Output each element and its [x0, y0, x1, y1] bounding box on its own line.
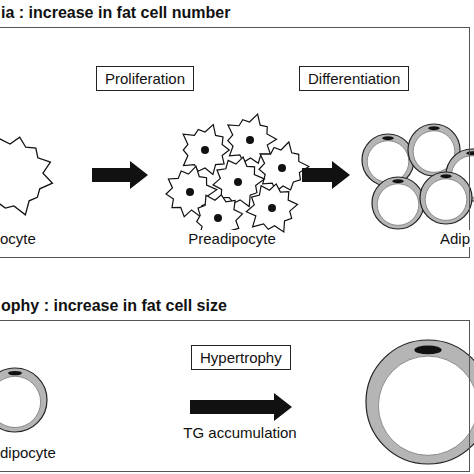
section-heading: ia : increase in fat cell number [1, 4, 230, 22]
step-label: Proliferation [105, 70, 185, 87]
section-panel: ophy : increase in fat cell sizeHypertro… [0, 320, 470, 472]
block-arrow [302, 161, 350, 189]
step-label: Differentiation [308, 70, 400, 87]
preadipocyte-cell [246, 184, 297, 232]
hypertrophic-adipocyte [366, 340, 474, 464]
stem-cell [0, 137, 53, 215]
section-heading: ophy : increase in fat cell size [1, 297, 227, 315]
block-arrow [190, 393, 292, 421]
block-arrow [92, 161, 148, 189]
adipocyte-cell [420, 172, 472, 224]
preadipocyte-cell [259, 142, 309, 192]
preadipocyte-cell [183, 125, 229, 175]
process-box: Hypertrophy [191, 345, 291, 370]
process-box: Proliferation [96, 66, 194, 91]
adipocyte-cell [0, 368, 47, 432]
cell-label: Adip [440, 230, 470, 247]
adipocyte-cell [372, 177, 424, 229]
cell-label: TG accumulation [183, 424, 296, 441]
step-label: Hypertrophy [200, 349, 282, 366]
process-box: Differentiation [299, 66, 409, 91]
cell-label: dipocyte [0, 444, 56, 461]
section-panel: ia : increase in fat cell numberProlifer… [0, 27, 470, 258]
cell-label: ocyte [0, 230, 36, 247]
cell-label: Preadipocyte [188, 230, 276, 247]
